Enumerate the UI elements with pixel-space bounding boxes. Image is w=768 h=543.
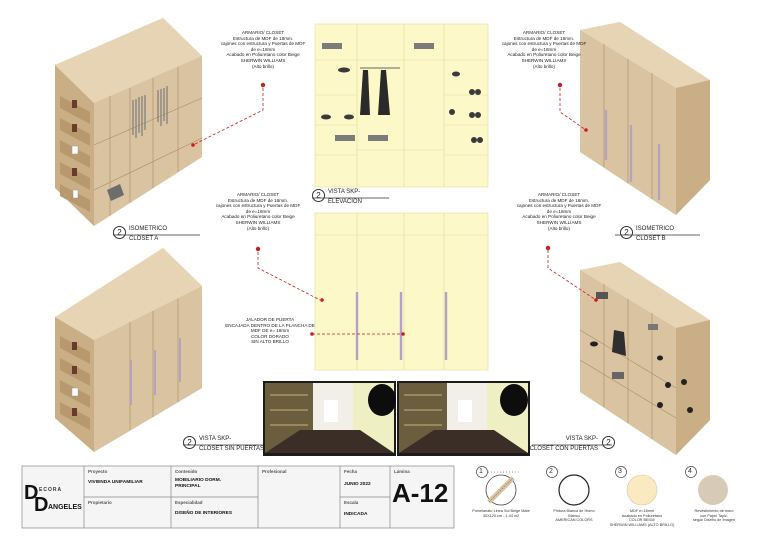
- render-sin-puertas: [263, 381, 396, 456]
- proyecto-header: Proyecto: [88, 469, 108, 474]
- isometric-closet-open: [579, 262, 710, 455]
- elevation-doors-view: [314, 212, 489, 371]
- leader-lines: [192, 88, 597, 335]
- render-con-puertas: [397, 381, 530, 456]
- contenido-value-2: PRINCIPAL: [175, 484, 201, 489]
- material-legend-swatches: [485, 474, 728, 506]
- lamina-header: Lámina: [394, 469, 410, 474]
- escala-value: INDICADA: [344, 512, 368, 517]
- legend-num-4: 4: [688, 468, 692, 475]
- elevation-view: [314, 23, 489, 188]
- isometric-closet-b: [580, 22, 710, 215]
- sheet-number: A-12: [392, 478, 449, 508]
- fecha-header: Fecha: [344, 469, 358, 474]
- legend-num-1: 1: [479, 468, 483, 475]
- title-block-frame: [21, 465, 455, 529]
- profesional-header: Profesional: [262, 469, 287, 474]
- legend-num-3: 3: [618, 468, 622, 475]
- isometric-closet-closed: [55, 248, 202, 452]
- legend-num-2: 2: [549, 468, 553, 475]
- escala-header: Escala: [344, 500, 359, 505]
- contenido-header: Contenido: [175, 469, 198, 474]
- isometric-closet-a: [55, 18, 203, 226]
- leader-dots: [191, 82, 598, 336]
- contenido-value-1: MOBILIARIO DORM.: [175, 478, 222, 483]
- especialidad-header: Especialidad: [175, 500, 203, 505]
- proyecto-value: VIVIENDA UNIFAMILIAR: [88, 480, 143, 485]
- especialidad-value: DISEÑO DE INTERIORES: [175, 511, 233, 516]
- fecha-value: JUNIO 2022: [344, 482, 371, 487]
- propietario-header: Propietario: [88, 500, 112, 505]
